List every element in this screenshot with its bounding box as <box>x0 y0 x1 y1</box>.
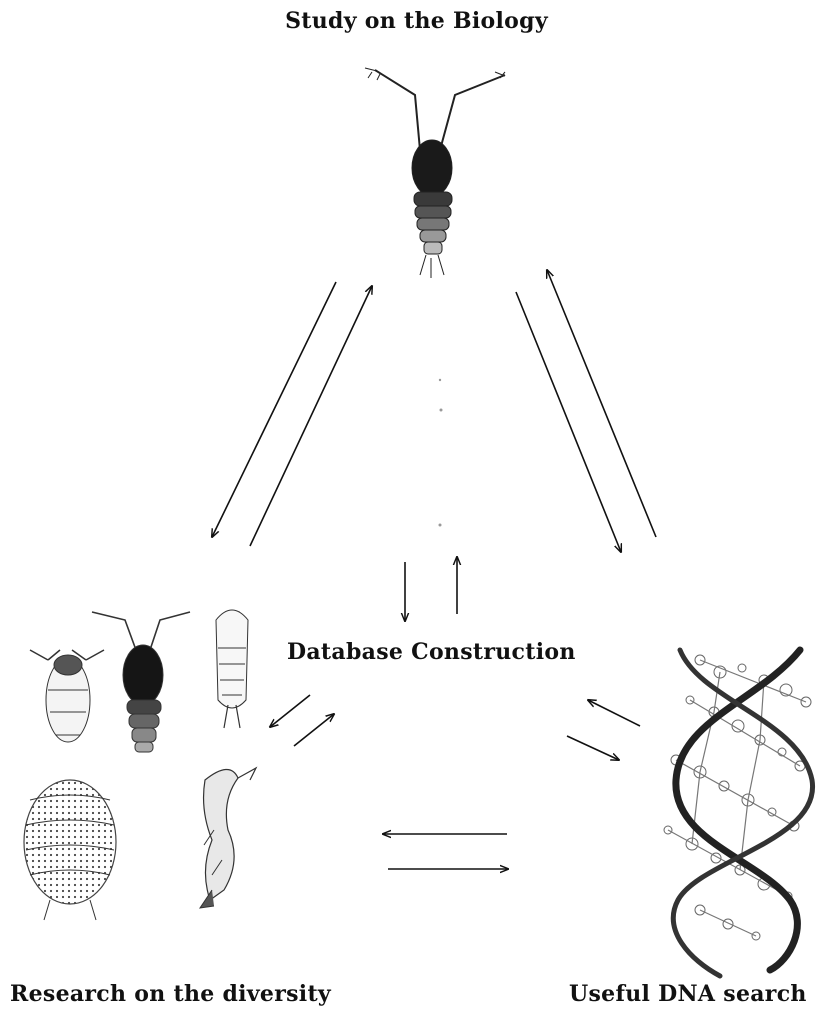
copepod-specimen-1 <box>30 650 104 742</box>
isopod-specimen <box>24 780 116 920</box>
dna-helix-graphic <box>664 650 813 976</box>
copepod-specimen-top <box>365 68 505 278</box>
arrow-diversity-to-database <box>294 714 334 746</box>
amphipod-specimen <box>200 768 256 908</box>
arrow-diversity-to-biology <box>250 286 372 546</box>
diversity-specimens <box>24 610 256 920</box>
arrows <box>212 270 656 869</box>
arrow-biology-to-dna <box>516 292 621 552</box>
copepod-specimen-2 <box>92 612 190 752</box>
copepod-specimen-3 <box>216 610 248 728</box>
dna-backbone-strand-1 <box>676 650 800 970</box>
arrow-dna-to-biology <box>547 270 656 537</box>
faint-specks <box>439 379 443 527</box>
arrow-dna-to-database <box>588 700 640 726</box>
arrow-database-to-dna <box>567 736 619 760</box>
arrow-database-to-diversity <box>270 695 310 727</box>
arrow-biology-to-diversity <box>212 282 336 537</box>
